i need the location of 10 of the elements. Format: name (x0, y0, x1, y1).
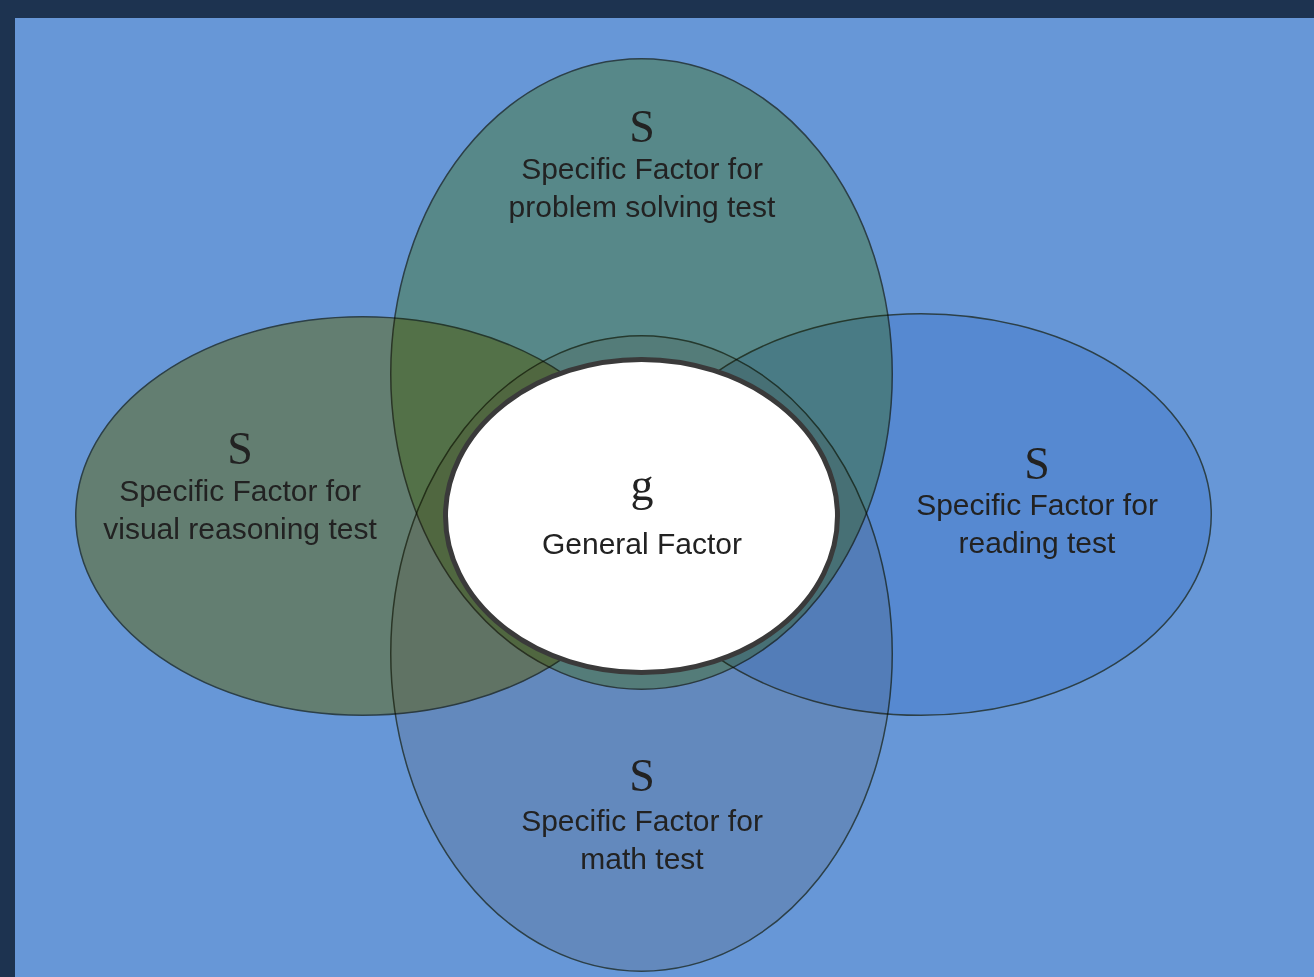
factor-label: Specific Factor for reading test (915, 487, 1159, 561)
factor-symbol: g (629, 462, 655, 508)
factor-symbol: S (226, 426, 254, 472)
factor-label: Specific Factor for math test (520, 803, 764, 877)
factor-symbol: S (628, 104, 656, 150)
factor-symbol: S (1023, 441, 1051, 487)
factor-label: Specific Factor for visual reasoning test (102, 473, 378, 547)
factor-label: General Factor (540, 526, 744, 562)
factor-label: Specific Factor for problem solving test (507, 151, 777, 225)
factor-symbol: S (628, 753, 656, 799)
